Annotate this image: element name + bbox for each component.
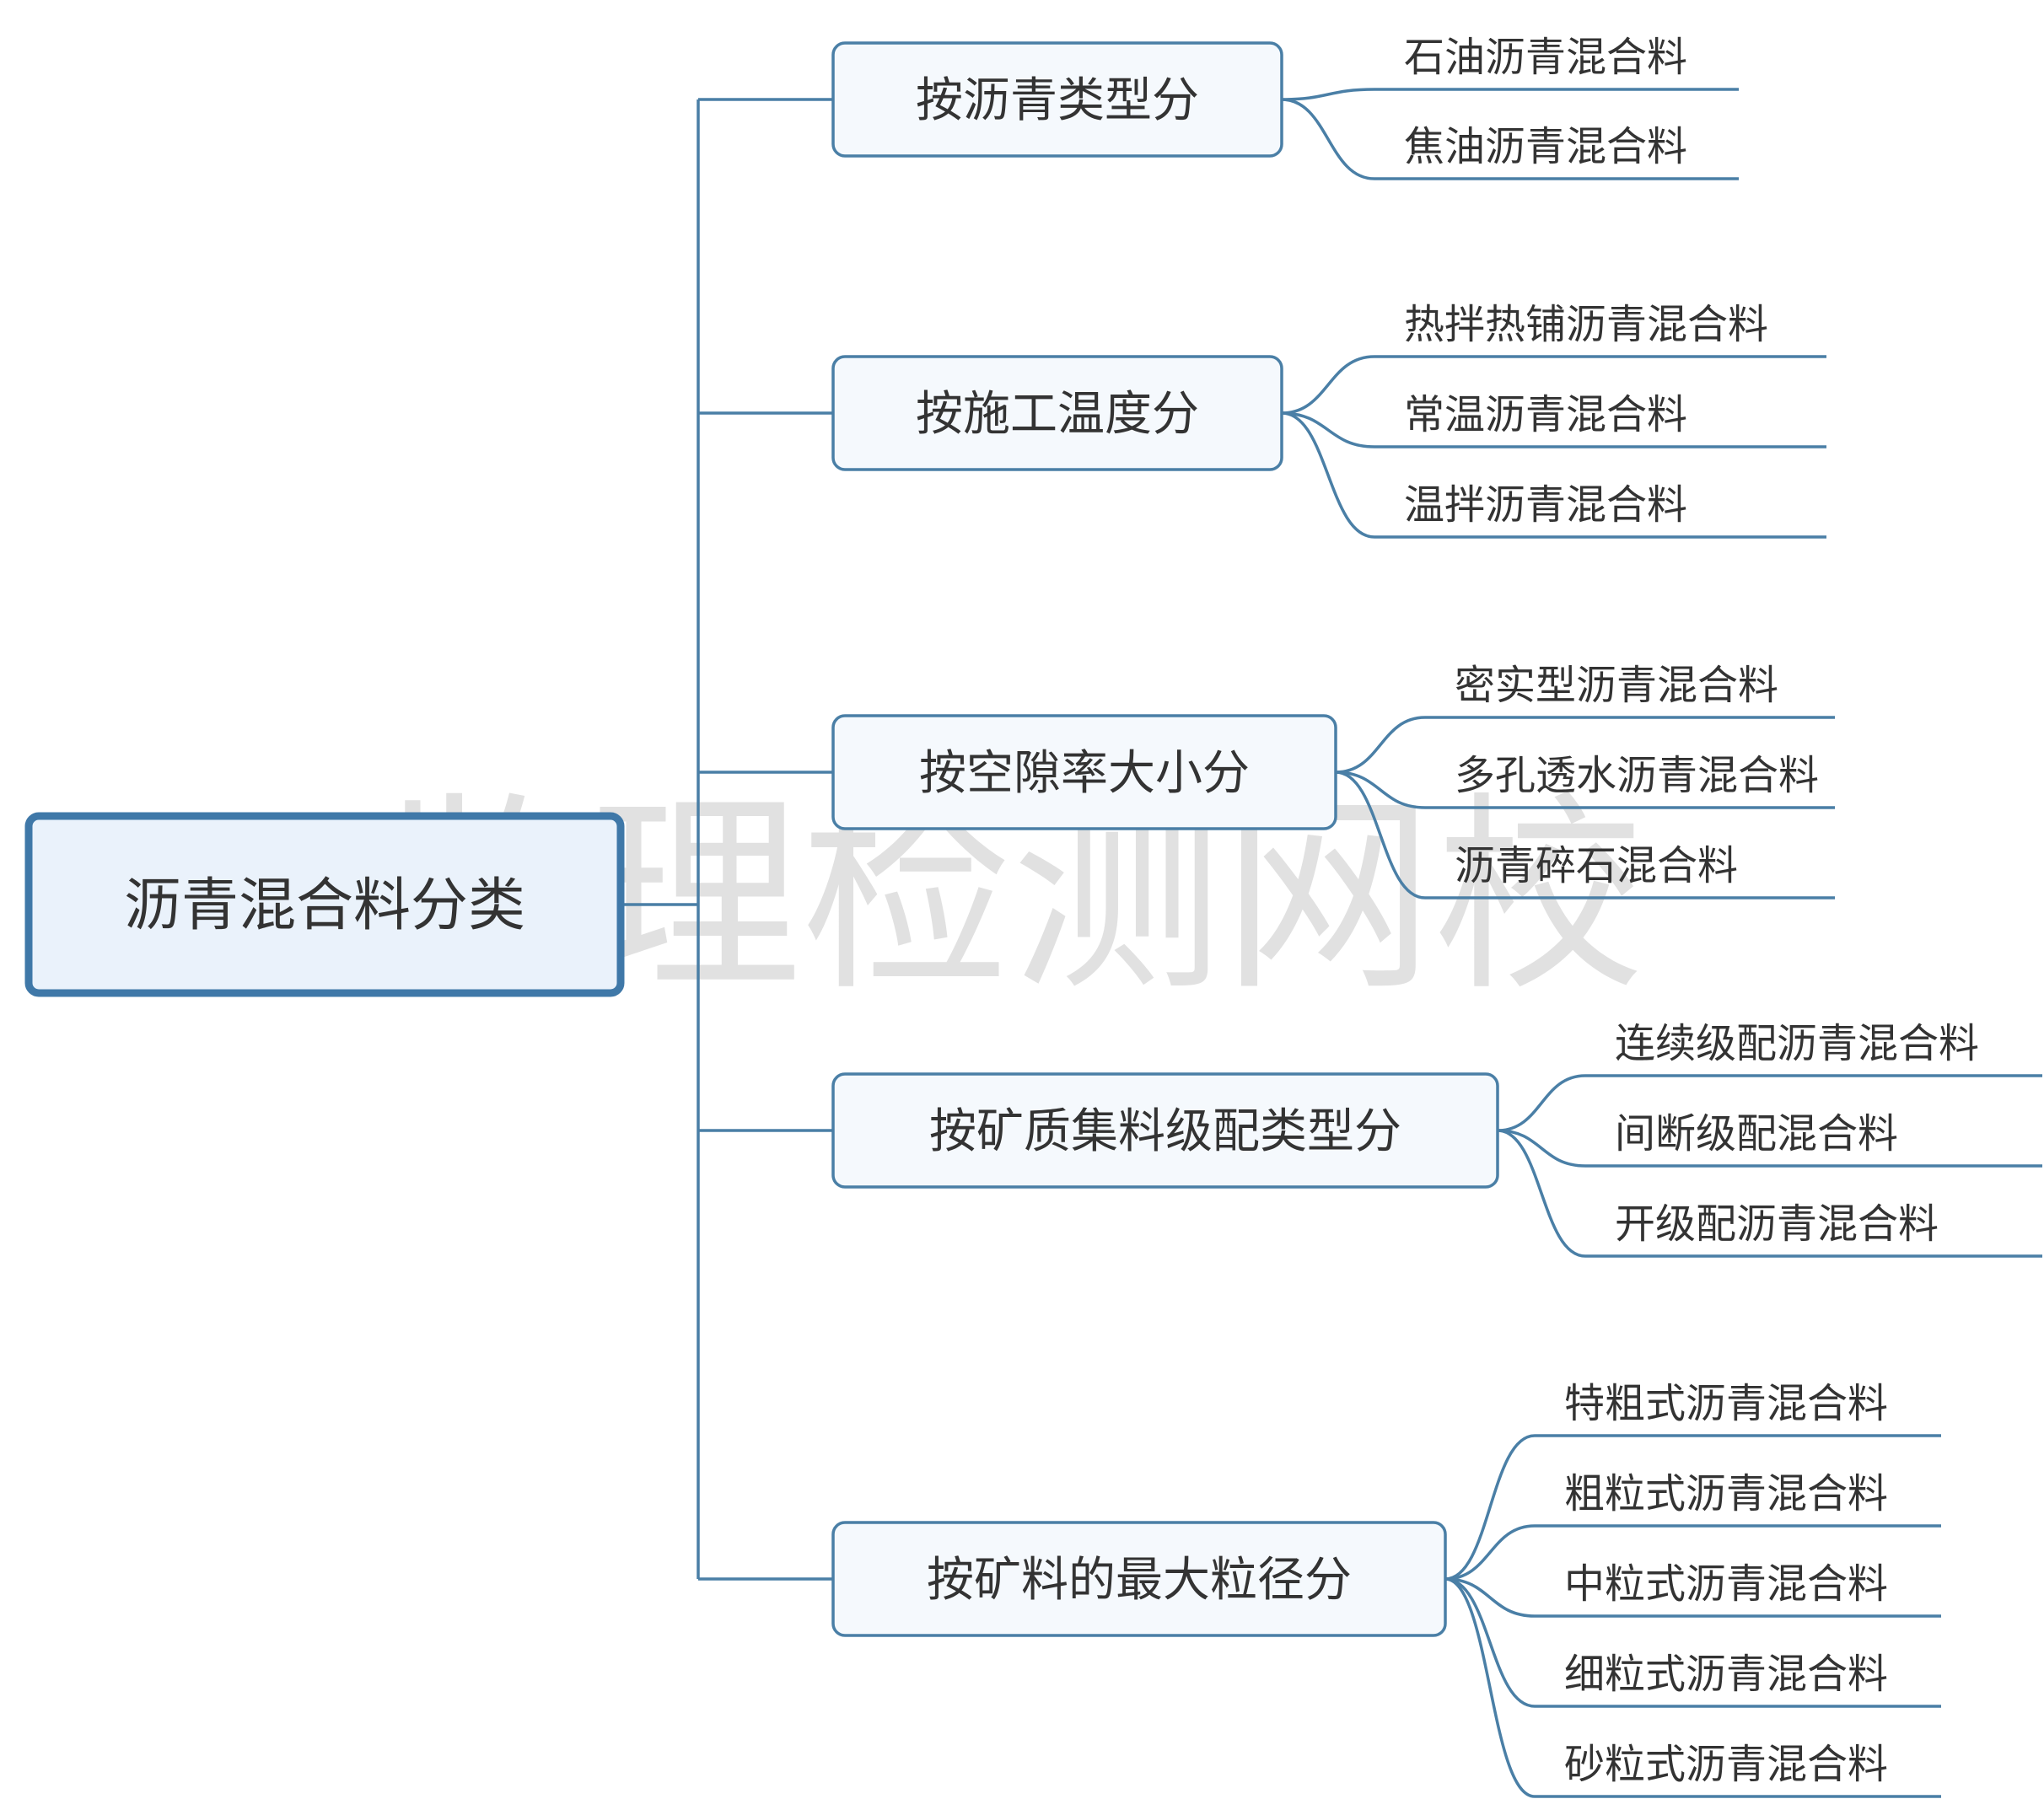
leaf-node[interactable]: 连续级配沥青混合料: [1615, 1020, 1979, 1067]
branch-node[interactable]: 按矿质集料级配类型分: [831, 1072, 1499, 1189]
leaf-node-label: 开级配沥青混合料: [1615, 1200, 1939, 1248]
leaf-node[interactable]: 开级配沥青混合料: [1615, 1200, 1939, 1248]
leaf-node-label: 密实型沥青混合料: [1455, 662, 1778, 709]
leaf-connector: [1444, 1577, 1536, 1708]
leaf-node[interactable]: 沥青碎石混合料: [1455, 842, 1738, 889]
leaf-node[interactable]: 中粒式沥青混合料: [1564, 1560, 1888, 1608]
leaf-node[interactable]: 细粒式沥青混合料: [1564, 1651, 1888, 1698]
leaf-node[interactable]: 焦油沥青混合料: [1404, 123, 1687, 170]
leaf-connector: [1444, 1577, 1536, 1618]
leaf-node[interactable]: 砂粒式沥青混合料: [1564, 1741, 1888, 1788]
branch-node-label: 按矿料的最大粒径分: [927, 1553, 1352, 1608]
leaf-connector: [1444, 1434, 1536, 1581]
leaf-connector: [1281, 88, 1375, 101]
leaf-node[interactable]: 特粗式沥青混合料: [1564, 1380, 1888, 1427]
leaf-node-label: 砂粒式沥青混合料: [1564, 1741, 1888, 1788]
root-node-label: 沥青混合料分类: [124, 873, 525, 939]
branch-node-box: [831, 1072, 1499, 1189]
leaf-node-label: 细粒式沥青混合料: [1564, 1651, 1888, 1698]
branch-node[interactable]: 按施工温度分: [831, 355, 1283, 471]
branch-node[interactable]: 按空隙率大小分: [831, 714, 1337, 830]
branch-node-box: [831, 1521, 1447, 1637]
leaf-node-label: 石油沥青混合料: [1404, 34, 1687, 81]
leaf-connector: [1497, 1129, 1586, 1168]
leaf-node-label: 连续级配沥青混合料: [1615, 1020, 1979, 1067]
leaf-connector: [1497, 1074, 1586, 1132]
branch-node-label: 按空隙率大小分: [919, 746, 1250, 801]
leaf-node[interactable]: 间断级配混合料: [1615, 1110, 1898, 1157]
leaf-connector: [1444, 1577, 1536, 1798]
leaf-node-label: 热拌热铺沥青混合料: [1404, 301, 1768, 348]
leaf-node[interactable]: 温拌沥青混合料: [1404, 481, 1687, 529]
leaf-node[interactable]: 多孔透水沥青混合料: [1455, 752, 1819, 799]
branch-node-label: 按矿质集料级配类型分: [929, 1104, 1401, 1159]
leaf-node[interactable]: 热拌热铺沥青混合料: [1404, 301, 1768, 348]
leaf-connector: [1335, 716, 1426, 774]
branch-node[interactable]: 按沥青类型分: [831, 41, 1283, 158]
leaf-node[interactable]: 粗粒式沥青混合料: [1564, 1470, 1888, 1517]
leaf-node-label: 多孔透水沥青混合料: [1455, 752, 1819, 799]
root-node-box: [24, 812, 625, 997]
branch-node[interactable]: 按矿料的最大粒径分: [831, 1521, 1447, 1637]
branch-node-box: [831, 355, 1283, 471]
leaf-node-label: 温拌沥青混合料: [1404, 481, 1687, 529]
leaf-connector: [1497, 1129, 1586, 1258]
leaf-node-label: 沥青碎石混合料: [1455, 842, 1738, 889]
branch-node-label: 按施工温度分: [916, 387, 1199, 442]
leaf-node-label: 粗粒式沥青混合料: [1564, 1470, 1888, 1517]
leaf-node-label: 中粒式沥青混合料: [1564, 1560, 1888, 1608]
leaf-node-label: 特粗式沥青混合料: [1564, 1380, 1888, 1427]
connector-lines: [621, 88, 2042, 1798]
leaf-connector: [1335, 771, 1426, 900]
root-node[interactable]: 沥青混合料分类: [24, 812, 625, 997]
leaf-node-label: 常温沥青混合料: [1404, 391, 1687, 438]
leaf-node-label: 焦油沥青混合料: [1404, 123, 1687, 170]
leaf-node[interactable]: 常温沥青混合料: [1404, 391, 1687, 438]
leaf-connector: [1281, 355, 1375, 415]
leaf-connector: [1281, 411, 1375, 539]
branch-node-label: 按沥青类型分: [916, 73, 1199, 128]
branch-node-box: [831, 714, 1337, 830]
leaf-connector: [1281, 411, 1375, 448]
leaf-connector: [1335, 771, 1426, 809]
branch-node-box: [831, 41, 1283, 158]
leaf-node-label: 间断级配混合料: [1615, 1110, 1898, 1157]
leaf-connector: [1281, 98, 1375, 180]
leaf-node[interactable]: 石油沥青混合料: [1404, 34, 1687, 81]
leaf-node[interactable]: 密实型沥青混合料: [1455, 662, 1778, 709]
leaf-connector: [1444, 1524, 1536, 1581]
